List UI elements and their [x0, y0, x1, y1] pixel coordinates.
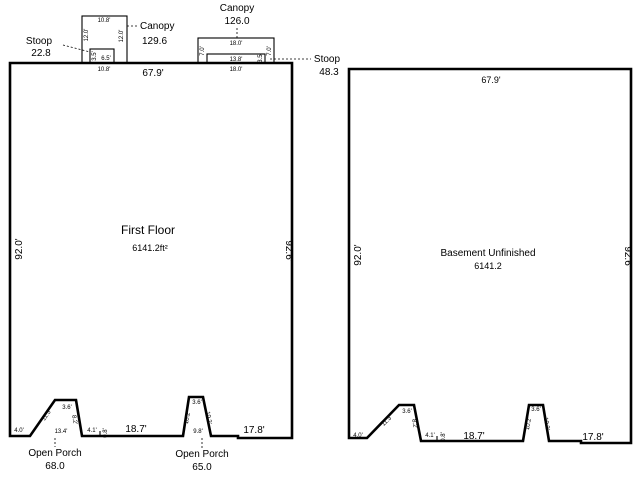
porch2-dim: 10.2' — [204, 411, 212, 425]
first-floor-title: First Floor — [121, 223, 175, 237]
basement-dim-bottom-right: 17.8' — [582, 432, 603, 443]
canopy-left-area: 129.6 — [142, 36, 167, 47]
canopy-left-dim: 12.0' — [84, 29, 90, 42]
first-floor-dim-bottom-right: 17.8' — [243, 425, 264, 436]
porch1-dim: 11.3' — [41, 409, 53, 423]
basement-dim-right: 92.6' — [622, 246, 633, 267]
stoop-left-shape — [89, 48, 115, 64]
canopy-right-dim: 7.0' — [200, 46, 206, 56]
stoop-left-dim: 3.5' — [92, 51, 98, 61]
basement-porch2-dim: 3.6' — [531, 407, 541, 413]
porch2-dim: 9.8' — [193, 429, 203, 435]
basement-porch1-dim: 8.2' — [410, 419, 418, 429]
canopy-left-label: Canopy — [140, 21, 174, 32]
first-floor-dim-top: 67.9' — [142, 68, 163, 79]
open-porch-labels: Open Porch 68.0 Open Porch 65.0 — [28, 438, 229, 473]
first-floor-dim-right: 92.6' — [283, 240, 294, 261]
porch2-dim: 3.6' — [192, 400, 202, 406]
basement-porch2-dim: 10.2' — [542, 417, 550, 431]
first-floor-plan: First Floor 6141.2ft² 67.9' 92.0' 92.6' … — [8, 61, 294, 440]
porch1-dim: 8.2' — [70, 415, 78, 425]
basement-porch1-dim: 3.6' — [402, 409, 412, 415]
canopy-left-dim: 12.0' — [119, 30, 125, 43]
basement-porch1-dim: 4.0' — [353, 433, 363, 439]
canopy-right-dim: 18.0' — [230, 41, 243, 47]
stoop-left-dim: 6.5' — [101, 56, 111, 62]
basement-dim-top: 67.9' — [481, 75, 501, 85]
canopy-left-group: 10.8' 12.0' 12.0' 3.5' 6.5' 10.8' Canopy… — [26, 15, 174, 73]
basement-dim-bottom-mid: 18.7' — [463, 431, 484, 442]
porch1-dim: 0.8' — [103, 428, 109, 438]
canopy-right-label: Canopy — [220, 3, 254, 14]
porch2-dim: 10.2' — [184, 411, 192, 425]
porch-right-label: Open Porch — [175, 449, 228, 460]
stoop-right-label: Stoop — [314, 54, 341, 65]
stoop-left-leader — [62, 44, 91, 53]
stoop-right-dim: 18.0' — [230, 67, 243, 73]
first-floor-outline — [8, 61, 294, 440]
first-floor-dim-bottom-mid: 18.7' — [125, 424, 146, 435]
porch1-dim: 4.0' — [14, 428, 24, 434]
first-floor-area: 6141.2ft² — [132, 243, 168, 253]
porch1-dim: 3.6' — [62, 405, 72, 411]
stoop-left-area: 22.8 — [31, 48, 51, 59]
basement-dim-left: 92.0' — [353, 244, 364, 265]
basement-porch2-dim: 10.2' — [525, 417, 533, 431]
stoop-right-dim: 13.8' — [230, 57, 243, 63]
canopy-left-dim: 10.8' — [98, 18, 111, 24]
porch-left-label: Open Porch — [28, 448, 81, 459]
porch1-dim: 4.1' — [87, 428, 97, 434]
stoop-right-shape — [206, 53, 266, 64]
canopy-right-group: 18.0' 7.0' 7.0' 13.8' 3.5' 18.0' Canopy … — [197, 3, 341, 78]
basement-porch1-dim: 4.1' — [425, 433, 435, 439]
porch-right-area: 65.0 — [192, 462, 212, 473]
basement-area: 6141.2 — [474, 261, 502, 271]
stoop-left-label: Stoop — [26, 36, 53, 47]
stoop-left-dim: 10.8' — [98, 67, 111, 73]
basement-porch1-dim: 0.8' — [441, 432, 447, 442]
canopy-right-area: 126.0 — [224, 16, 249, 27]
first-floor-dim-left: 92.0' — [14, 238, 25, 259]
basement-title: Basement Unfinished — [440, 248, 535, 259]
basement-plan: Basement Unfinished 6141.2 67.9' 92.0' 9… — [347, 67, 633, 445]
stoop-right-dim: 3.5' — [258, 53, 264, 63]
porch1-dim: 13.4' — [55, 429, 68, 435]
canopy-right-dim: 7.0' — [267, 46, 273, 56]
stoop-right-area: 48.3 — [319, 67, 339, 78]
porch-left-area: 68.0 — [45, 461, 65, 472]
basement-porch1-dim: 11.3' — [381, 415, 394, 428]
basement-outline — [347, 67, 633, 445]
